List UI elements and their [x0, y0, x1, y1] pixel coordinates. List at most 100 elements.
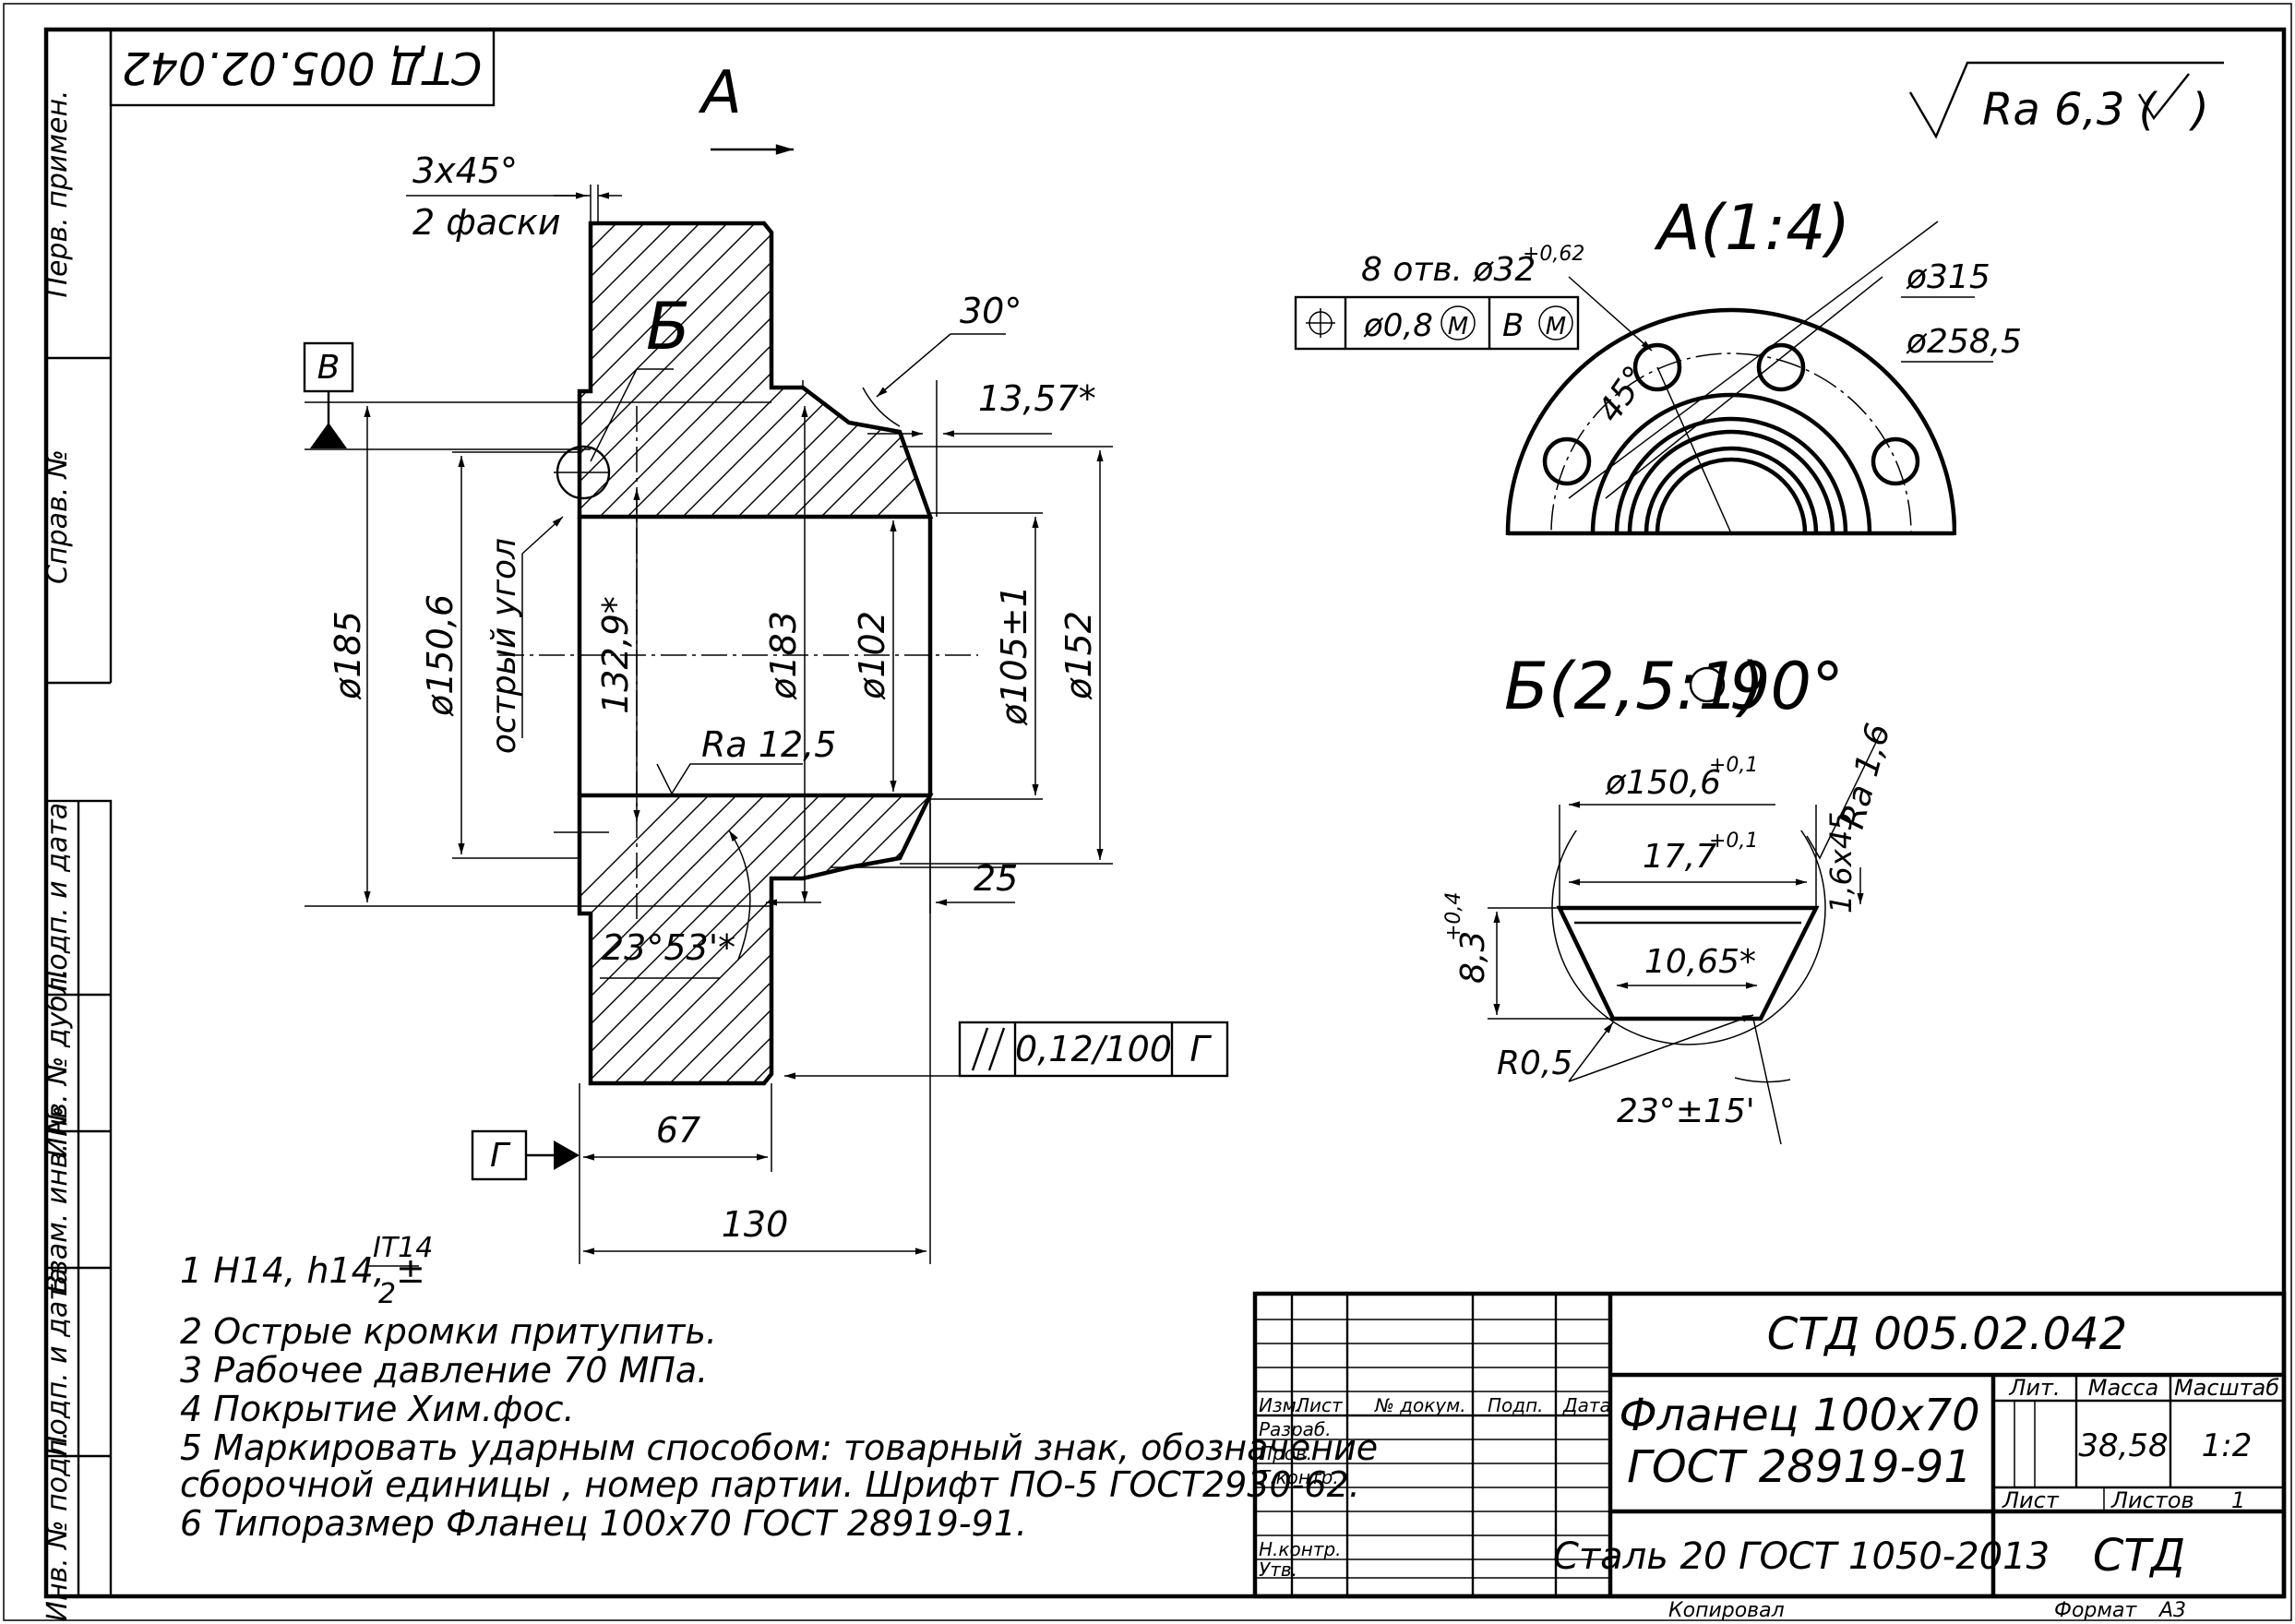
dim-132-9: 132,9* — [595, 596, 636, 714]
dim-d102: ø102 — [852, 611, 892, 700]
tb-row-prov: Пров. — [1259, 1442, 1312, 1464]
view-a-title: А(1:4) — [1654, 192, 1850, 265]
svg-text:+0,1: +0,1 — [1709, 830, 1758, 853]
tb-col-list: Лист — [1295, 1394, 1344, 1416]
outline-top-half — [577, 221, 934, 519]
holes-tol: +0,62 — [1523, 243, 1584, 266]
roughness-12-5: Ra 12,5 — [701, 724, 836, 765]
outer-border — [3, 3, 2292, 1621]
view-a: А(1:4) 45° 8 отв. ø32 +0,62 — [1294, 192, 2022, 536]
general-roughness-tail: ) — [2189, 84, 2209, 136]
dim-d152: ø152 — [1058, 611, 1099, 700]
tb-company: СТД — [2093, 1530, 2185, 1582]
hatch-bottom — [580, 795, 930, 1083]
side-label-inv-dubl: Инв. № дубл. — [42, 968, 74, 1157]
dim-d258-5: ø258,5 — [1906, 323, 2022, 361]
dim-d105: ø105±1 — [994, 585, 1034, 726]
roughness-12-5-sign — [656, 763, 803, 795]
tb-scale-value: 1:2 — [2202, 1427, 2253, 1464]
parallelism-frame: 0,12/100 Г — [784, 1021, 1229, 1080]
note-1: 1 H14, h14, ± — [180, 1250, 425, 1291]
dim-angle-30: 30° — [960, 291, 1022, 331]
dim-d315: ø315 — [1906, 258, 1990, 296]
tb-massa-value: 38,58 — [2078, 1427, 2168, 1464]
side-label-inv-podl: Инв. № подл. — [42, 1431, 74, 1622]
dim-chamfer: 3x45° — [412, 150, 518, 191]
tb-material: Сталь 20 ГОСТ 1050-2013 — [1553, 1535, 2050, 1578]
rotated-code: СТД 005.02.042 — [122, 42, 482, 93]
outline-bottom-half — [577, 793, 934, 1086]
note-1-num: IT14 — [373, 1232, 433, 1264]
tb-sheets: Листов — [2110, 1487, 2194, 1513]
dim-13-57: 13,57* — [978, 378, 1096, 419]
dim-b-angle-23: 23°±15' — [1617, 1093, 1755, 1130]
position-tol: ø0,8 — [1363, 307, 1433, 344]
parallelism-datum: Г — [1189, 1029, 1212, 1069]
side-label-perv-primen: Перв. примен. — [42, 90, 74, 297]
view-label-a: А — [698, 59, 742, 127]
dim-d183: ø183 — [763, 611, 804, 700]
tb-row-utv: Утв. — [1259, 1558, 1297, 1581]
format-value: А3 — [2158, 1599, 2186, 1622]
label-sharp-angle: острый угол — [485, 538, 523, 754]
general-roughness: Ra 6,3 ( ) — [1908, 61, 2224, 139]
dim-b-d150-6: ø150,6 — [1605, 764, 1721, 802]
dim-b-8-3: 8,3 — [1454, 931, 1492, 984]
position-frame: ø0,8 M В M — [1294, 295, 1580, 351]
note-5b: сборочной единицы , номер партии. Шрифт … — [180, 1464, 1360, 1505]
tb-massa: Масса — [2088, 1375, 2159, 1401]
view-b-rotation: 90° — [1729, 649, 1844, 724]
tb-row-tkontr: Т.контр. — [1259, 1466, 1339, 1488]
dim-d185: ø185 — [328, 611, 368, 700]
section-label-b: Б — [646, 289, 690, 364]
svg-text:M: M — [1546, 313, 1566, 340]
dim-chamfer-note: 2 фаски — [412, 202, 561, 243]
dim-130: 130 — [722, 1204, 789, 1245]
tb-col-docnum: № докум. — [1374, 1394, 1466, 1416]
tb-col-data: Дата — [1562, 1394, 1611, 1416]
tb-row-razrab: Разраб. — [1259, 1418, 1332, 1440]
tb-code: СТД 005.02.042 — [1767, 1308, 2127, 1360]
dim-b-chamfer: 1,6x45 — [1823, 811, 1859, 914]
dim-67: 67 — [656, 1110, 700, 1151]
side-label-podp-data-1: Подп. и дата — [42, 803, 74, 991]
tb-name-line2: ГОСТ 28919-91 — [1627, 1441, 1972, 1493]
note-3: 3 Рабочее давление 70 МПа. — [180, 1350, 708, 1391]
side-label-sprav-nomer: Справ. № — [42, 449, 74, 584]
tb-masshtab: Масштаб — [2174, 1375, 2279, 1401]
tb-sheets-value: 1 — [2231, 1487, 2245, 1513]
dim-b-r0-5: R0,5 — [1497, 1045, 1572, 1082]
svg-text:+0,4: +0,4 — [1442, 892, 1465, 941]
parallelism-value: 0,12/100 — [1015, 1029, 1172, 1069]
dim-angle-23-53: 23°53'* — [602, 927, 735, 968]
note-5: 5 Маркировать ударным способом: товарный… — [180, 1427, 1378, 1468]
dim-b-10-65: 10,65* — [1644, 943, 1756, 981]
tb-col-podp: Подп. — [1488, 1394, 1544, 1416]
position-datum: В — [1502, 307, 1524, 344]
title-block: Изм. Лист № докум. Подп. Дата Разраб. Пр… — [1252, 1291, 2287, 1599]
datum-g: Г — [490, 1137, 511, 1175]
notes: 1 H14, h14, ± IT14 2 2 Острые кромки при… — [180, 1232, 1378, 1544]
tb-sheet: Лист — [2002, 1487, 2060, 1513]
side-stamp: Перв. примен. Справ. № Подп. и дата Инв.… — [42, 30, 113, 1622]
tb-lit: Лит. — [2008, 1375, 2060, 1401]
tb-row-nkontr: Н.контр. — [1259, 1538, 1342, 1560]
side-label-vzam-inv: Взам. инв. № — [42, 1105, 74, 1294]
view-b-title: Б(2,5:1) — [1504, 649, 1764, 724]
general-roughness-text: Ra 6,3 ( — [1982, 84, 2158, 136]
dim-25: 25 — [974, 858, 1018, 899]
side-label-podp-data-2: Подп. и дата — [42, 1268, 74, 1456]
note-2: 2 Острые кромки притупить. — [180, 1311, 717, 1352]
tb-name-line1: Фланец 100х70 — [1619, 1390, 1979, 1441]
note-4: 4 Покрытие Хим.фос. — [180, 1389, 575, 1429]
rotated-code-box: СТД 005.02.042 — [109, 28, 496, 107]
svg-text:M: M — [1448, 313, 1468, 340]
angle-45: 45° — [1591, 359, 1656, 429]
main-section-view: А — [303, 59, 1229, 1264]
dim-d150-6: ø150,6 — [420, 594, 460, 717]
note-6: 6 Типоразмер Фланец 100х70 ГОСТ 28919-91… — [180, 1503, 1027, 1544]
view-b: Б(2,5:1) 90° ø150,6 +0,1 17,7 +0,1 Ra 1,… — [1442, 649, 1898, 1145]
copied-label: Копировал — [1668, 1599, 1785, 1622]
holes-note: 8 отв. ø32 — [1361, 251, 1536, 289]
